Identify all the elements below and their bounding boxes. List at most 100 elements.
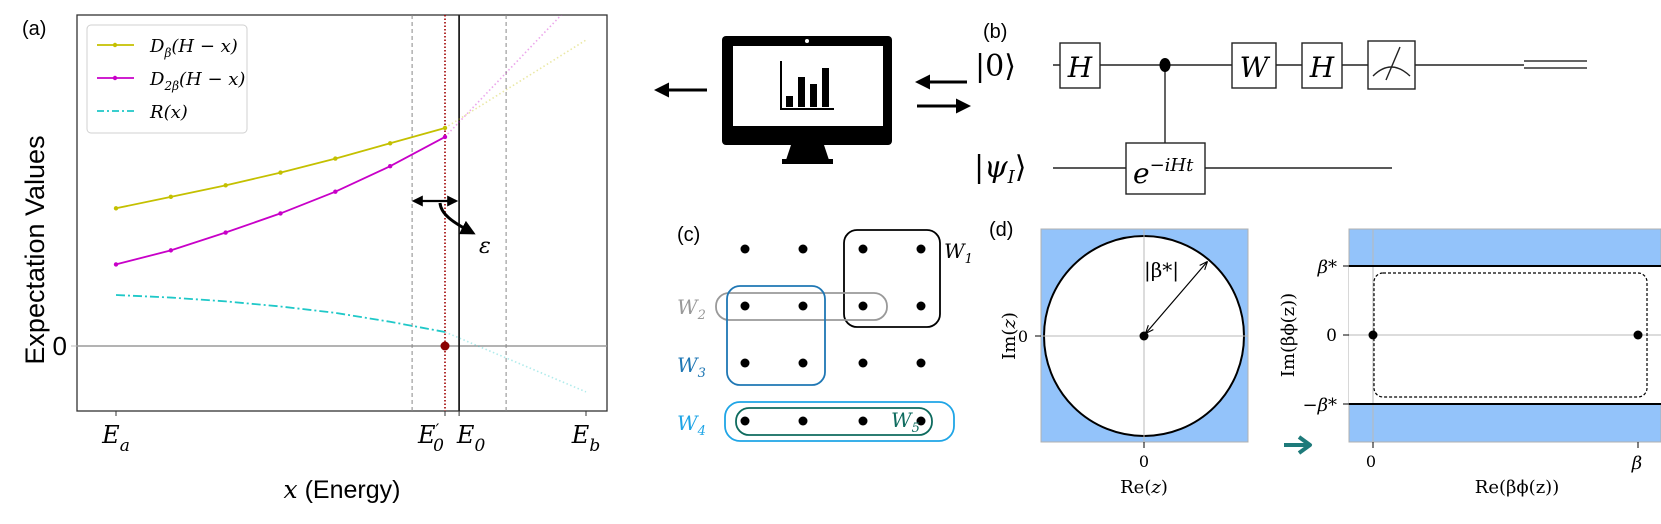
- epsilon-label: ε: [479, 234, 491, 259]
- lattice-site-r3-c2: [858, 416, 868, 426]
- evolution-label: e−iHt: [1133, 155, 1194, 190]
- x-tick-label-2: E0: [456, 421, 486, 456]
- lattice-site-r0-c2: [858, 244, 868, 254]
- disk-y-tick-label: 0: [1018, 327, 1028, 346]
- legend-marker-0: [112, 42, 118, 48]
- strip-y-tick-label-top: β*: [1317, 257, 1337, 278]
- group-w1-outline: [843, 229, 941, 328]
- radius-arrow: [1146, 262, 1207, 333]
- series-1-point-1: [168, 248, 174, 253]
- series-1-point-6: [442, 134, 448, 140]
- computer-section: [654, 36, 971, 164]
- strip-y-tick-label-mid: 0: [1326, 326, 1337, 346]
- group-w2-label: W2: [677, 295, 706, 323]
- strip-point-beta: [1633, 330, 1643, 340]
- series-1-point-5: [387, 164, 393, 169]
- series-0-point-1: [168, 194, 174, 200]
- epsilon-annotation: ε: [411, 195, 491, 259]
- lattice-site-r0-c1: [798, 244, 808, 254]
- x-tick-label-0: Ea: [101, 421, 130, 456]
- lattice-site-r1-c3: [916, 301, 926, 311]
- legend-marker-1: [112, 75, 118, 81]
- svg-text:H: H: [1067, 51, 1093, 84]
- group-w5-outline: [735, 407, 933, 436]
- gate-h-2: H: [1301, 42, 1343, 89]
- strip-plot: β* 0 −β* 0 β Re(βϕ(z)) Im(βϕ(z)): [1278, 228, 1661, 498]
- strip-x-tick-label-0: 0: [1366, 452, 1376, 471]
- group-w2-outline: [715, 292, 888, 321]
- lattice-site-r3-c1: [798, 416, 808, 426]
- legend-item-0: Dβ(H − x): [97, 36, 238, 60]
- legend-label-2: R(x): [149, 102, 188, 123]
- series-0-point-0: [113, 206, 119, 211]
- disk-plot: |β*| 0 0 Re(z) Im(z): [999, 228, 1249, 498]
- radius-label: |β*|: [1144, 258, 1179, 283]
- lattice-site-r3-c0: [740, 416, 750, 426]
- series-1-point-4: [333, 189, 338, 194]
- monitor-bar-chart-icon: [722, 36, 892, 164]
- map-arrow-icon: [1284, 435, 1312, 455]
- panel-b-circuit: (b) |0⟩ |ψI⟩ H W H e−iHt: [974, 21, 1587, 195]
- root-marker: [440, 341, 450, 351]
- y-axis-label: Expectation Values: [20, 135, 50, 364]
- strip-point-0: [1368, 330, 1378, 340]
- panel-label-c: (c): [677, 224, 700, 246]
- lattice-dots: [740, 244, 926, 426]
- series-0-point-6: [442, 125, 448, 131]
- legend: Dβ(H − x) D2β(H − x) R(x): [86, 24, 248, 134]
- control-dot: [1159, 58, 1171, 72]
- lattice-site-r2-c0: [740, 358, 750, 368]
- series-extension-2: [444, 331, 587, 393]
- lattice-site-r1-c1: [798, 301, 808, 311]
- x-axis-label: x (Energy): [284, 475, 401, 504]
- series-line-2: [115, 294, 446, 333]
- gate-w: W: [1231, 42, 1277, 89]
- svg-text:H: H: [1309, 51, 1335, 84]
- series-1-point-3: [278, 211, 283, 216]
- legend-label-1: D2β(H − x): [149, 69, 245, 93]
- disk-y-label: Im(z): [999, 312, 1020, 360]
- y-tick-label-0: 0: [53, 331, 67, 361]
- group-w4-outline: [724, 401, 955, 442]
- group-w1-label: W1: [944, 239, 973, 267]
- strip-y-label: Im(βϕ(z)): [1278, 293, 1299, 377]
- x-axis-label-text: (Energy): [298, 476, 401, 504]
- lattice-site-r2-c3: [916, 358, 926, 368]
- gate-controlled-evolution: e−iHt: [1125, 142, 1206, 195]
- wire-label-0: |0⟩: [975, 49, 1016, 84]
- legend-box: [86, 24, 248, 134]
- series-0-point-4: [333, 156, 338, 161]
- lattice-site-r1-c0: [740, 301, 750, 311]
- lattice-site-r2-c2: [858, 358, 868, 368]
- x-axis-label-var: x: [284, 475, 298, 504]
- series-0-point-2: [223, 183, 228, 188]
- strip-y-tick-label-bottom: −β*: [1303, 395, 1338, 416]
- wire-label-psi: |ψI⟩: [974, 150, 1026, 188]
- legend-label-0: Dβ(H − x): [149, 36, 238, 60]
- epsilon-curved-arrow: [438, 202, 476, 235]
- group-w3-label: W3: [677, 353, 706, 381]
- strip-x-tick-label-beta: β: [1631, 453, 1642, 474]
- series-0-point-5: [387, 141, 393, 146]
- lattice-site-r1-c2: [858, 301, 868, 311]
- x-tick-label-1: E′0: [417, 420, 444, 456]
- panel-d: (d) |β*| 0 0 Re(z) Im(z): [989, 219, 1661, 498]
- series-1-point-2: [223, 230, 228, 235]
- lattice-site-r0-c3: [916, 244, 926, 254]
- legend-item-2: R(x): [97, 102, 188, 123]
- strip-x-label: Re(βϕ(z)): [1475, 477, 1559, 498]
- panel-label-b: (b): [983, 21, 1007, 43]
- plot-area: [77, 15, 607, 411]
- panel-label-a: (a): [22, 18, 46, 40]
- measurement-meter-icon: [1367, 40, 1416, 90]
- panel-c-lattice: (c) W1 W2 W3 W4 W5: [677, 224, 973, 442]
- group-w4-label: W4: [677, 411, 706, 439]
- lattice-site-r2-c1: [798, 358, 808, 368]
- series-0-point-3: [278, 170, 283, 175]
- svg-text:W: W: [1240, 51, 1271, 84]
- disk-x-tick-label: 0: [1139, 452, 1149, 471]
- lattice-site-r0-c0: [740, 244, 750, 254]
- legend-item-1: D2β(H − x): [97, 69, 245, 93]
